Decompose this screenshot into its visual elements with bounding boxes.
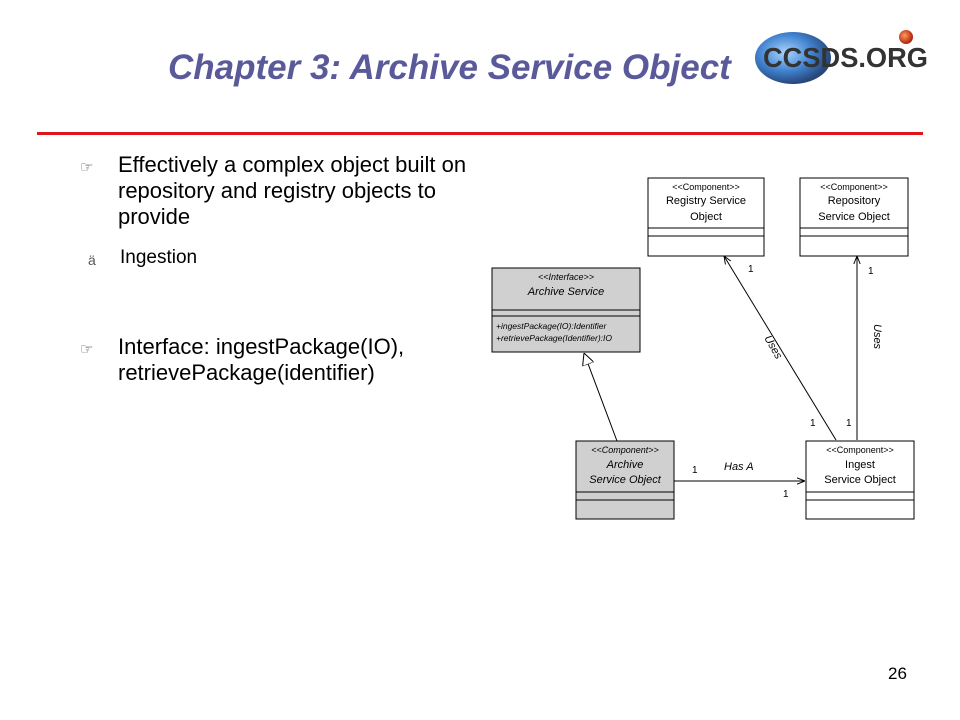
multiplicity-label: 1 [748, 264, 754, 275]
stereotype-label: <<Component>> [820, 182, 888, 192]
bullet-item: ☞ Interface: ingestPackage(IO), retrieve… [80, 334, 480, 386]
class-name: Ingest [845, 459, 875, 471]
stereotype-label: <<Component>> [672, 182, 740, 192]
registry-service-box: <<Component>> Registry Service Object [647, 177, 765, 257]
archive-service-interface-box: <<Interface>> Archive Service +ingestPac… [491, 267, 641, 353]
repository-service-box: <<Component>> Repository Service Object [799, 177, 909, 257]
association-label: Has A [724, 461, 754, 473]
title-divider [37, 132, 923, 135]
bullet-list: ☞ Effectively a complex object built on … [80, 152, 480, 402]
multiplicity-label: 1 [810, 418, 816, 429]
class-name: Repository [828, 195, 881, 207]
bullet-text: Interface: ingestPackage(IO), retrievePa… [118, 334, 405, 385]
multiplicity-label: 1 [692, 465, 698, 476]
stereotype-label: <<Interface>> [538, 272, 594, 282]
pointing-hand-icon: ☞ [80, 159, 94, 176]
uses-registry-association [724, 256, 837, 441]
sub-bullet-text: Ingestion [120, 247, 198, 268]
multiplicity-label: 1 [846, 418, 852, 429]
stereotype-label: <<Component>> [591, 445, 659, 455]
arrow-bullet-icon: ä [88, 252, 96, 268]
page-number: 26 [888, 664, 907, 683]
sub-bullet-item: ä Ingestion [40, 246, 480, 270]
bullet-text: Effectively a complex object built on re… [118, 152, 467, 229]
association-label: Uses [871, 324, 883, 350]
operation-label: +retrievePackage(Identifier):IO [496, 333, 612, 343]
archive-service-object-box: <<Component>> Archive Service Object [575, 440, 675, 520]
ccsds-logo: CCSDS.ORG [755, 30, 928, 84]
pointing-hand-icon: ☞ [80, 341, 94, 358]
logo-text: CCSDS.ORG [763, 42, 928, 73]
multiplicity-label: 1 [868, 266, 874, 277]
class-name: Object [690, 211, 722, 223]
realization-arrow [584, 353, 618, 442]
slide-title: Chapter 3: Archive Service Object [168, 48, 731, 87]
operation-label: +ingestPackage(IO):Identifier [496, 321, 607, 331]
class-name: Service Object [589, 474, 661, 486]
class-name: Service Object [824, 474, 896, 486]
multiplicity-label: 1 [783, 489, 789, 500]
association-label: Uses [761, 334, 784, 362]
class-name: Registry Service [666, 195, 746, 207]
ingest-service-object-box: <<Component>> Ingest Service Object [805, 440, 915, 520]
class-name: Archive [606, 459, 644, 471]
class-name: Service Object [818, 211, 890, 223]
interface-name: Archive Service [527, 286, 604, 298]
stereotype-label: <<Component>> [826, 445, 894, 455]
uml-diagram: <<Component>> Registry Service Object <<… [491, 177, 915, 520]
bullet-item: ☞ Effectively a complex object built on … [80, 152, 480, 230]
